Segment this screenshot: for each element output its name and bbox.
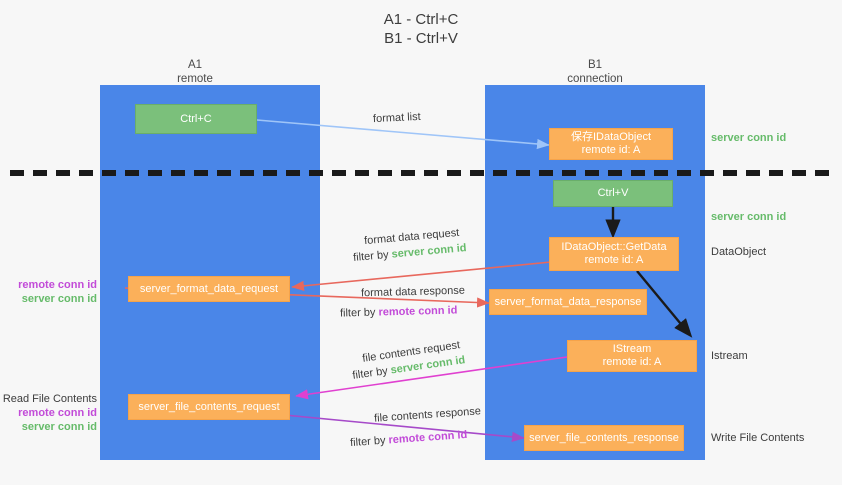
filter-key-remote-conn-id: remote conn id: [388, 428, 468, 447]
edge-label-file-contents-response-filter: filter by remote conn id: [350, 428, 468, 450]
lane-header-b1-subtitle: connection: [567, 73, 623, 85]
edge-label-file-contents-response: file contents response: [373, 405, 482, 425]
lane-header-a1-title: A1: [187, 59, 203, 71]
annotation-server-conn-id-second: server conn id: [711, 211, 787, 223]
lane-header-a1-subtitle: remote: [177, 73, 213, 85]
annotation-read-file-contents: Read File Contents: [2, 393, 97, 405]
node-server-file-contents-response[interactable]: server_file_contents_response: [524, 425, 684, 451]
node-idataobject-getdata[interactable]: IDataObject::GetData remote id: A: [549, 237, 679, 271]
page-title: A1 - Ctrl+C B1 - Ctrl+V: [0, 10, 842, 48]
node-istream-label: IStream: [612, 343, 652, 355]
annotation-conn-ids-middle: remote conn id server conn id: [0, 278, 97, 306]
title-line-2: B1 - Ctrl+V: [384, 30, 458, 47]
node-idataobject-getdata-label: IDataObject::GetData: [561, 241, 667, 253]
node-ctrl-c-label: Ctrl+C: [180, 112, 212, 125]
annotation-dataobject: DataObject: [711, 246, 767, 258]
node-istream-sub: remote id: A: [602, 356, 662, 368]
annotation-remote-conn-id: remote conn id: [18, 279, 97, 291]
lane-header-b1: B1 connection: [530, 58, 660, 86]
filter-key-remote-conn-id: remote conn id: [378, 304, 458, 319]
annotation-write-file-contents: Write File Contents: [711, 432, 805, 444]
lane-header-b1-title: B1: [587, 59, 603, 71]
node-server-format-data-response-label: server_format_data_response: [494, 295, 642, 308]
node-server-format-data-request-label: server_format_data_request: [139, 282, 279, 295]
node-save-idataobject-sub: remote id: A: [581, 144, 641, 156]
node-ctrl-v-label: Ctrl+V: [597, 187, 629, 199]
node-server-file-contents-request[interactable]: server_file_contents_request: [128, 394, 290, 420]
title-line-1: A1 - Ctrl+C: [383, 11, 459, 28]
filter-prefix: filter by: [349, 434, 389, 450]
lane-header-a1: A1 remote: [130, 58, 260, 86]
edge-label-format-data-response: format data response: [360, 284, 466, 300]
filter-prefix: filter by: [352, 248, 393, 264]
node-server-format-data-request[interactable]: server_format_data_request: [128, 276, 290, 302]
annotation-server-conn-id: server conn id: [21, 421, 97, 433]
filter-prefix: filter by: [351, 364, 392, 382]
node-istream[interactable]: IStream remote id: A: [567, 340, 697, 372]
annotation-server-conn-id-top: server conn id: [711, 132, 787, 144]
edge-label-format-data-response-filter: filter by remote conn id: [340, 303, 458, 320]
filter-prefix: filter by: [339, 306, 379, 320]
edge-label-format-list: format list: [372, 110, 421, 126]
node-ctrl-v[interactable]: Ctrl+V: [553, 180, 673, 207]
node-idataobject-getdata-sub: remote id: A: [584, 254, 644, 266]
node-save-idataobject[interactable]: 保存IDataObject remote id: A: [549, 128, 673, 160]
annotation-server-conn-id: server conn id: [21, 293, 97, 305]
node-ctrl-c[interactable]: Ctrl+C: [135, 104, 257, 134]
annotation-conn-ids-bottom: Read File Contents remote conn id server…: [0, 392, 97, 434]
annotation-istream: Istream: [711, 350, 748, 362]
node-server-file-contents-response-label: server_file_contents_response: [529, 431, 679, 444]
node-server-format-data-response[interactable]: server_format_data_response: [489, 289, 647, 315]
node-save-idataobject-label: 保存IDataObject: [570, 131, 652, 143]
node-server-file-contents-request-label: server_file_contents_request: [138, 400, 280, 413]
annotation-remote-conn-id: remote conn id: [18, 407, 97, 419]
